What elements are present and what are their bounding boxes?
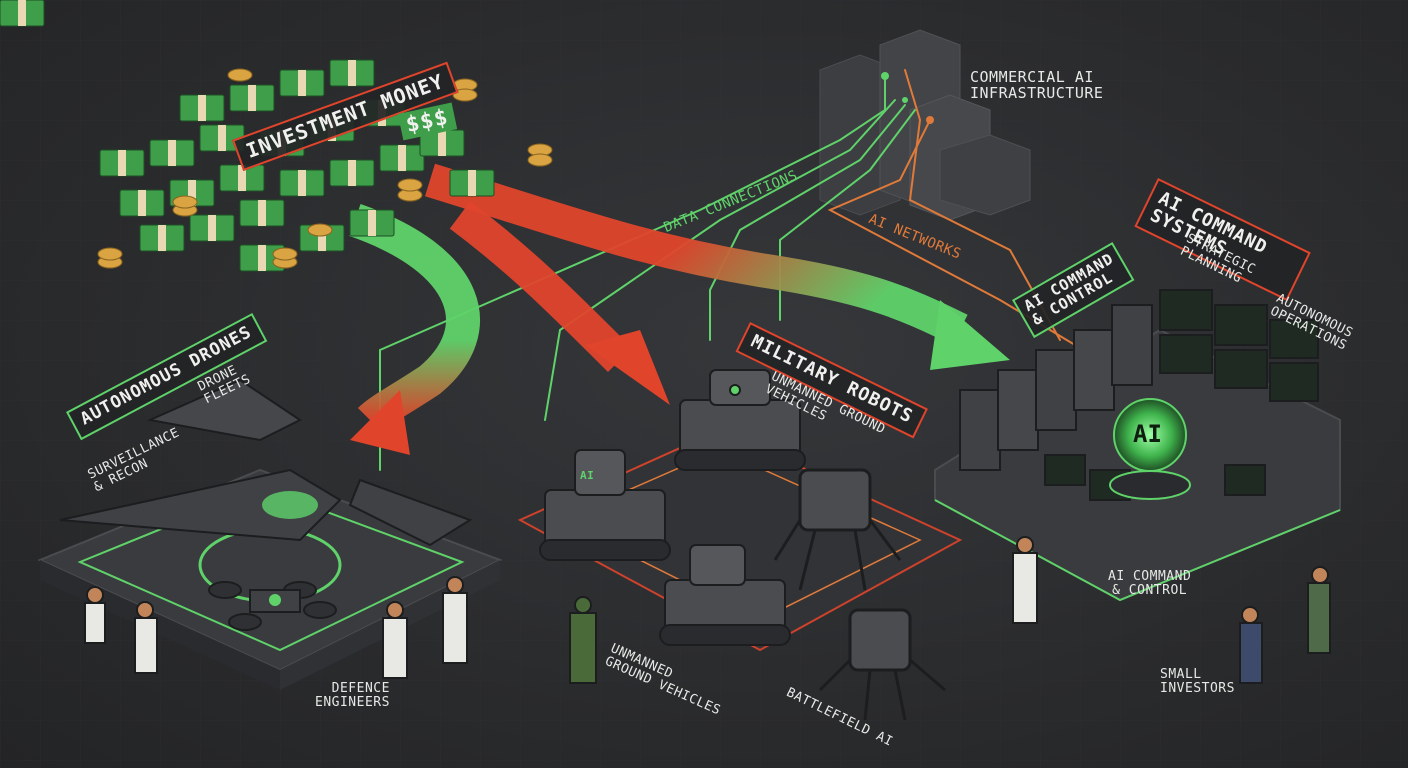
small-investors-label: SMALL INVESTORS [1160, 667, 1235, 696]
tank-robot-icon [539, 369, 806, 646]
defence-engineers-label: DEFENCE ENGINEERS [315, 681, 390, 710]
drone-icon [208, 478, 473, 631]
ai-core-label: AI [1133, 420, 1162, 448]
ai-command-control-floor-label: AI COMMAND & CONTROL [1108, 569, 1192, 598]
coin-icon [97, 68, 553, 269]
robot-tag-label: AI [580, 469, 595, 482]
monitor-icon [1044, 289, 1319, 501]
server-rack-icon [959, 304, 1153, 471]
money-stack-icon [0, 0, 495, 272]
person-icon [84, 536, 1331, 684]
fighter-jet-icon [59, 378, 342, 542]
spider-robot-icon [773, 468, 946, 721]
commercial-ai-label: COMMERCIAL AI INFRASTRUCTURE [970, 68, 1104, 102]
skyscraper-icon [819, 29, 1031, 221]
ai-core-icon [1109, 398, 1191, 500]
money-flow-arrows [349, 163, 1010, 455]
